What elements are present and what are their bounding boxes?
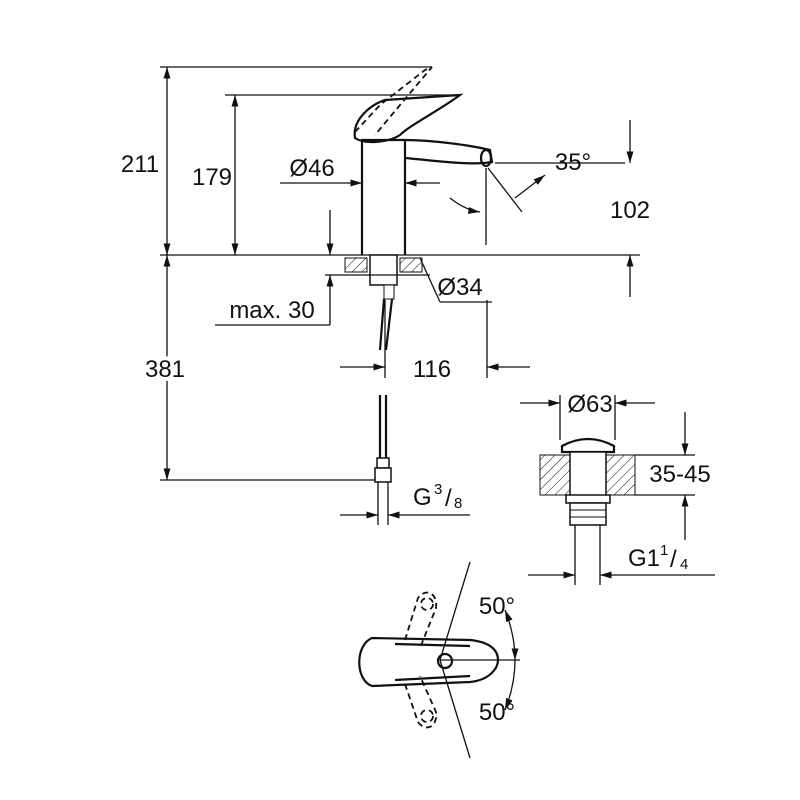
label-g1-den: 4 (680, 556, 688, 573)
drain-valve: Ø63 (520, 391, 655, 585)
label-116: 116 (413, 356, 451, 383)
faucet-side-view (353, 66, 494, 255)
label-g-thread-num: 3 (434, 481, 442, 498)
dimension-max-thickness: max. 30 (215, 210, 334, 326)
label-35-45: 35-45 (649, 461, 710, 488)
dimension-total-height: 211 (121, 66, 432, 255)
label-g-thread-den: 8 (454, 495, 462, 512)
dimension-drain-thread: G1 1 / 4 (528, 542, 715, 579)
label-g1-slash: / (670, 546, 677, 573)
dimension-hole-diameter: Ø34 (419, 257, 492, 303)
faucet-top-view: 50° 50° (358, 561, 520, 759)
label-d63: Ø63 (567, 391, 612, 418)
mounting-hardware (325, 254, 430, 351)
label-d46: Ø46 (289, 155, 334, 182)
label-g-thread: G (413, 484, 432, 511)
label-179: 179 (192, 164, 232, 191)
label-max30: max. 30 (229, 297, 314, 324)
dimension-lever-height: 179 (192, 94, 460, 255)
dimension-body-diameter: Ø46 (280, 155, 440, 187)
label-50deg-up: 50° (479, 593, 515, 620)
dimension-hose-length: 381 (141, 255, 385, 481)
label-g1: G1 (628, 545, 660, 572)
label-50deg-down: 50° (479, 699, 515, 726)
dimension-spout-angle: 35° (449, 149, 625, 214)
dimension-drain-range: 35-45 (635, 412, 711, 540)
label-d34: Ø34 (437, 274, 482, 301)
label-35deg: 35° (555, 149, 591, 176)
label-g1-num: 1 (660, 542, 668, 559)
dimension-hose-thread: G 3 / 8 (340, 481, 470, 519)
label-211: 211 (121, 151, 159, 178)
label-381: 381 (145, 356, 185, 383)
label-102: 102 (610, 197, 650, 224)
dimension-spout-reach: 116 (340, 300, 530, 383)
label-slash: / (445, 485, 452, 512)
dimension-spout-height: 102 (610, 120, 650, 297)
hose-lower (374, 395, 392, 525)
